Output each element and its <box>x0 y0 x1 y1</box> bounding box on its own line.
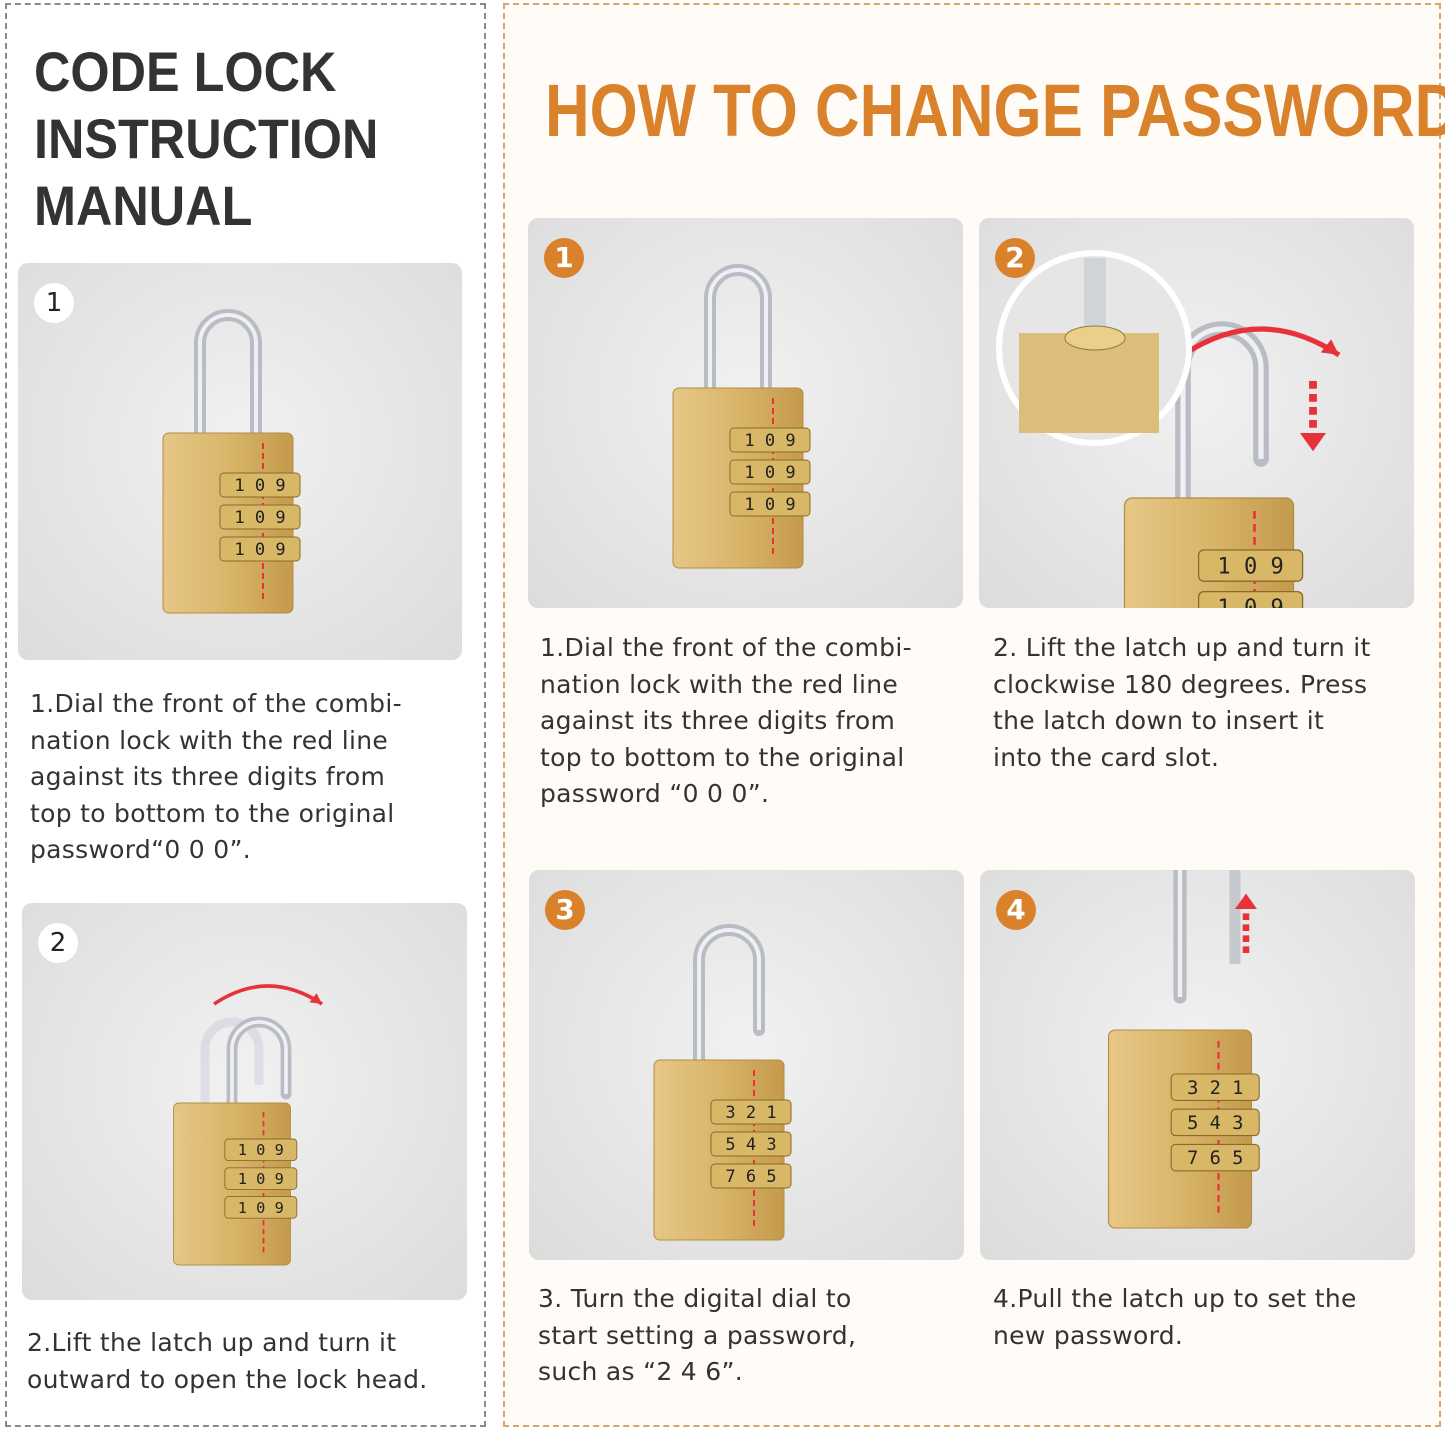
right-step-4-caption: 4.Pull the latch up to set the new passw… <box>993 1284 1357 1350</box>
dial-digits: 1 0 9 <box>744 431 795 451</box>
dial-digits: 1 0 9 <box>238 1141 284 1159</box>
dial-digits: 3 2 1 <box>1187 1078 1243 1099</box>
dial-digits: 1 0 9 <box>234 540 285 560</box>
step-number-badge: 2 <box>995 238 1035 278</box>
dial-digits: 1 0 9 <box>238 1199 284 1217</box>
padlock-illustration: 1 0 9 1 0 9 <box>996 250 1341 608</box>
dial-digits: 5 4 3 <box>725 1135 776 1155</box>
padlock-illustration: 3 2 1 5 4 3 7 6 5 <box>653 924 792 1241</box>
right-step-3-caption: 3. Turn the digital dial to start settin… <box>538 1284 857 1386</box>
dial-digits: 7 6 5 <box>1187 1148 1243 1169</box>
title-line: MANUAL <box>34 174 253 237</box>
padlock-illustration: 1 0 9 1 0 9 1 0 9 <box>162 309 301 614</box>
title-line: CODE LOCK <box>34 40 337 103</box>
dial-digits: 1 0 9 <box>744 495 795 515</box>
step-number-badge: 1 <box>544 238 584 278</box>
padlock-illustration: 1 0 9 1 0 9 1 0 9 <box>672 264 811 569</box>
left-step-1-photo: 1 0 9 1 0 9 1 0 9 1 <box>18 263 462 660</box>
left-step-1-caption: 1.Dial the front of the combi- nation lo… <box>30 689 402 864</box>
dial-digits: 1 0 9 <box>1217 595 1283 608</box>
step-number-badge: 2 <box>38 923 78 963</box>
padlock-illustration: 1 0 9 1 0 9 1 0 9 <box>173 984 323 1266</box>
right-step-2-caption: 2. Lift the latch up and turn it clockwi… <box>993 633 1371 772</box>
right-step-3-photo: 3 2 1 5 4 3 7 6 5 3 <box>529 870 964 1260</box>
step-number-badge: 4 <box>996 890 1036 930</box>
dial-digits: 1 0 9 <box>238 1170 284 1188</box>
manual-title: CODE LOCK INSTRUCTION MANUAL <box>34 38 378 239</box>
dial-digits: 3 2 1 <box>725 1103 776 1123</box>
right-step-1-caption: 1.Dial the front of the combi- nation lo… <box>540 633 912 808</box>
step-number-badge: 1 <box>34 283 74 323</box>
dial-digits: 5 4 3 <box>1187 1113 1243 1134</box>
title-line: INSTRUCTION <box>34 107 379 170</box>
how-to-title: HOW TO CHANGE PASSWORD <box>545 69 1445 152</box>
dial-digits: 1 0 9 <box>234 508 285 528</box>
left-step-2-photo: 1 0 9 1 0 9 1 0 9 2 <box>22 903 467 1300</box>
dial-digits: 1 0 9 <box>234 476 285 496</box>
dial-digits: 1 0 9 <box>744 463 795 483</box>
left-step-2-caption: 2.Lift the latch up and turn it outward … <box>27 1328 428 1394</box>
right-step-4-photo: 3 2 1 5 4 3 7 6 5 4 <box>980 870 1415 1260</box>
dial-digits: 1 0 9 <box>1217 553 1283 579</box>
right-step-1-photo: 1 0 9 1 0 9 1 0 9 1 <box>528 218 963 608</box>
step-number-badge: 3 <box>545 890 585 930</box>
padlock-illustration: 3 2 1 5 4 3 7 6 5 <box>1107 870 1260 1229</box>
dial-digits: 7 6 5 <box>725 1167 776 1187</box>
left-panel <box>5 3 486 1427</box>
right-step-2-photo: 1 0 9 1 0 9 2 <box>979 218 1414 608</box>
